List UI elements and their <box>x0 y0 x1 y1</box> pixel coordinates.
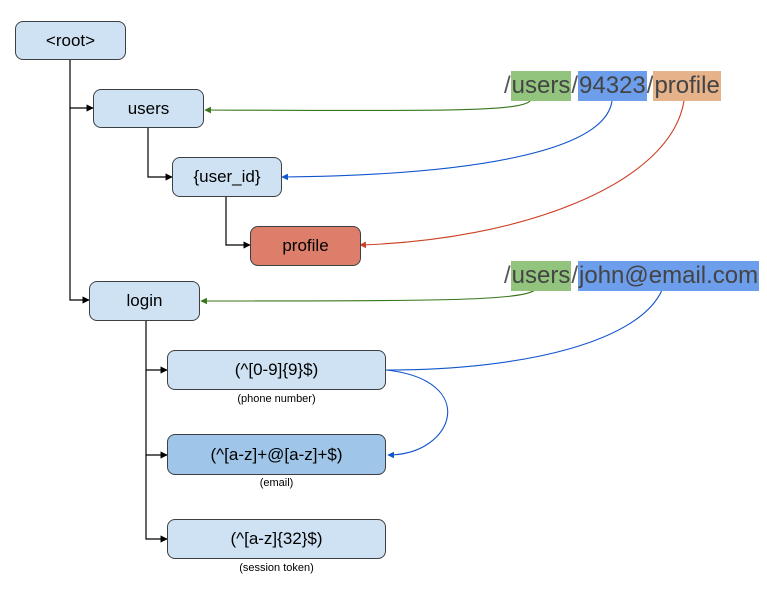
url-path-email: / users / john@email.com <box>504 261 760 291</box>
path-separator: / <box>504 72 511 99</box>
arrow-email-match-b <box>385 369 449 459</box>
path-segment-user-id: 94323 <box>578 71 647 101</box>
path-segment-email: john@email.com <box>578 261 760 291</box>
path-segment-users: users <box>510 261 572 291</box>
node-phone-pattern: (^[0-9]{9}$) <box>167 350 386 390</box>
arrow-email-match-a <box>385 289 663 371</box>
tree-edge-users-userid <box>147 128 173 181</box>
path-segment-users: users <box>510 71 572 101</box>
tree-edge-login-phone <box>145 320 168 374</box>
node-root: <root> <box>15 21 126 60</box>
path-separator: / <box>504 262 511 289</box>
tree-edge-login-token <box>145 455 168 543</box>
path-separator: / <box>571 72 579 99</box>
note-session-token: (session token) <box>239 562 314 574</box>
url-path-profile: / users / 94323 / profile <box>504 71 721 101</box>
tree-edge-login-email <box>145 370 168 459</box>
arrow-users-match-2 <box>200 289 536 305</box>
node-token-pattern: (^[a-z]{32}$) <box>167 519 386 559</box>
arrow-users-match-1 <box>204 100 531 114</box>
tree-edge-root-login <box>69 108 90 304</box>
node-users: users <box>93 89 204 128</box>
tree-edge-root-users <box>69 60 94 112</box>
path-segment-profile: profile <box>653 71 721 101</box>
node-email-pattern: (^[a-z]+@[a-z]+$) <box>167 434 386 475</box>
arrow-id-match <box>281 100 613 181</box>
tree-edge-userid-profile <box>225 197 251 249</box>
arrow-profile-match <box>359 100 685 249</box>
path-separator: / <box>646 72 654 99</box>
node-profile: profile <box>250 226 361 266</box>
node-user-id: {user_id} <box>172 157 282 197</box>
path-separator: / <box>571 262 579 289</box>
note-email: (email) <box>259 477 294 489</box>
note-phone-number: (phone number) <box>237 393 316 405</box>
node-login: login <box>89 281 200 321</box>
